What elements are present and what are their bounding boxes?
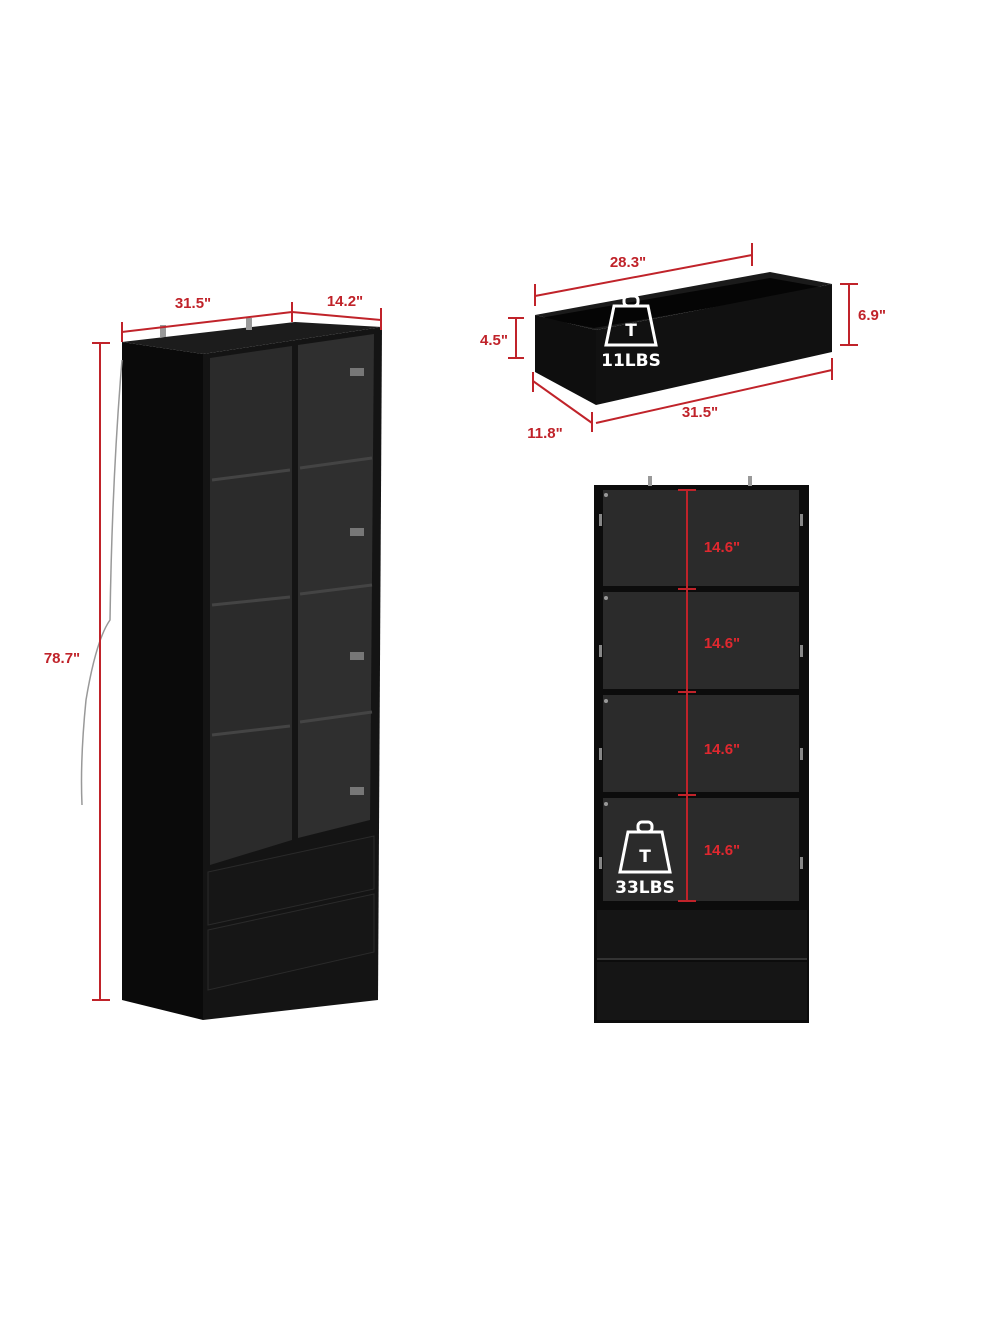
front-drawer-top [597, 910, 807, 958]
shelf-compartment-2 [603, 592, 799, 689]
drawer-dimensions: 28.3" 6.9" 4.5" 11.8" 31.5" [480, 243, 886, 442]
cabinet-drawer-bottom [207, 893, 375, 991]
shelf-height-label-4: 14.6" [704, 842, 740, 859]
drawer-outer-width-label: 31.5" [682, 404, 718, 421]
cabinet-height-dimension: 78.7" [44, 342, 110, 1001]
cabinet-width-label: 31.5" [175, 295, 211, 312]
power-cable [80, 359, 123, 806]
glass-door-left [210, 346, 292, 865]
drawer-depth-label: 11.8" [527, 425, 562, 442]
drawer-height-label: 6.9" [858, 307, 886, 324]
drawer-weight-icon: T [604, 294, 658, 347]
drawer-load-label: 11LBS [601, 351, 661, 371]
cabinet-depth-label: 14.2" [327, 293, 363, 310]
drawer-inner-height-label: 4.5" [480, 332, 508, 349]
shelf-height-label-2: 14.6" [704, 635, 740, 652]
shelf-height-label-3: 14.6" [704, 741, 740, 758]
svg-text:T: T [639, 847, 651, 867]
shelf-height-dimensions: 14.6" 14.6" 14.6" 14.6" [678, 489, 740, 902]
drawer-inner-width-label: 28.3" [610, 254, 646, 271]
drawer-3d-view: T 11LBS [535, 272, 832, 405]
cabinet-drawer-top [207, 835, 375, 926]
svg-text:T: T [625, 321, 637, 341]
shelf-compartment-1 [603, 490, 799, 586]
cabinet-depth-dimension: 14.2" [291, 293, 382, 330]
cabinet-3d-view [80, 318, 382, 1020]
shelf-compartment-4 [603, 798, 799, 901]
cabinet-front-view [594, 476, 809, 1023]
shelf-weight-icon: T [618, 820, 672, 874]
cabinet-height-label: 78.7" [44, 650, 80, 667]
shelf-load-label: 33LBS [615, 878, 675, 898]
shelf-height-label-1: 14.6" [704, 539, 740, 556]
front-drawer-bottom [597, 962, 807, 1020]
cabinet-width-dimension: 31.5" [121, 295, 293, 342]
shelf-compartment-3 [603, 695, 799, 792]
